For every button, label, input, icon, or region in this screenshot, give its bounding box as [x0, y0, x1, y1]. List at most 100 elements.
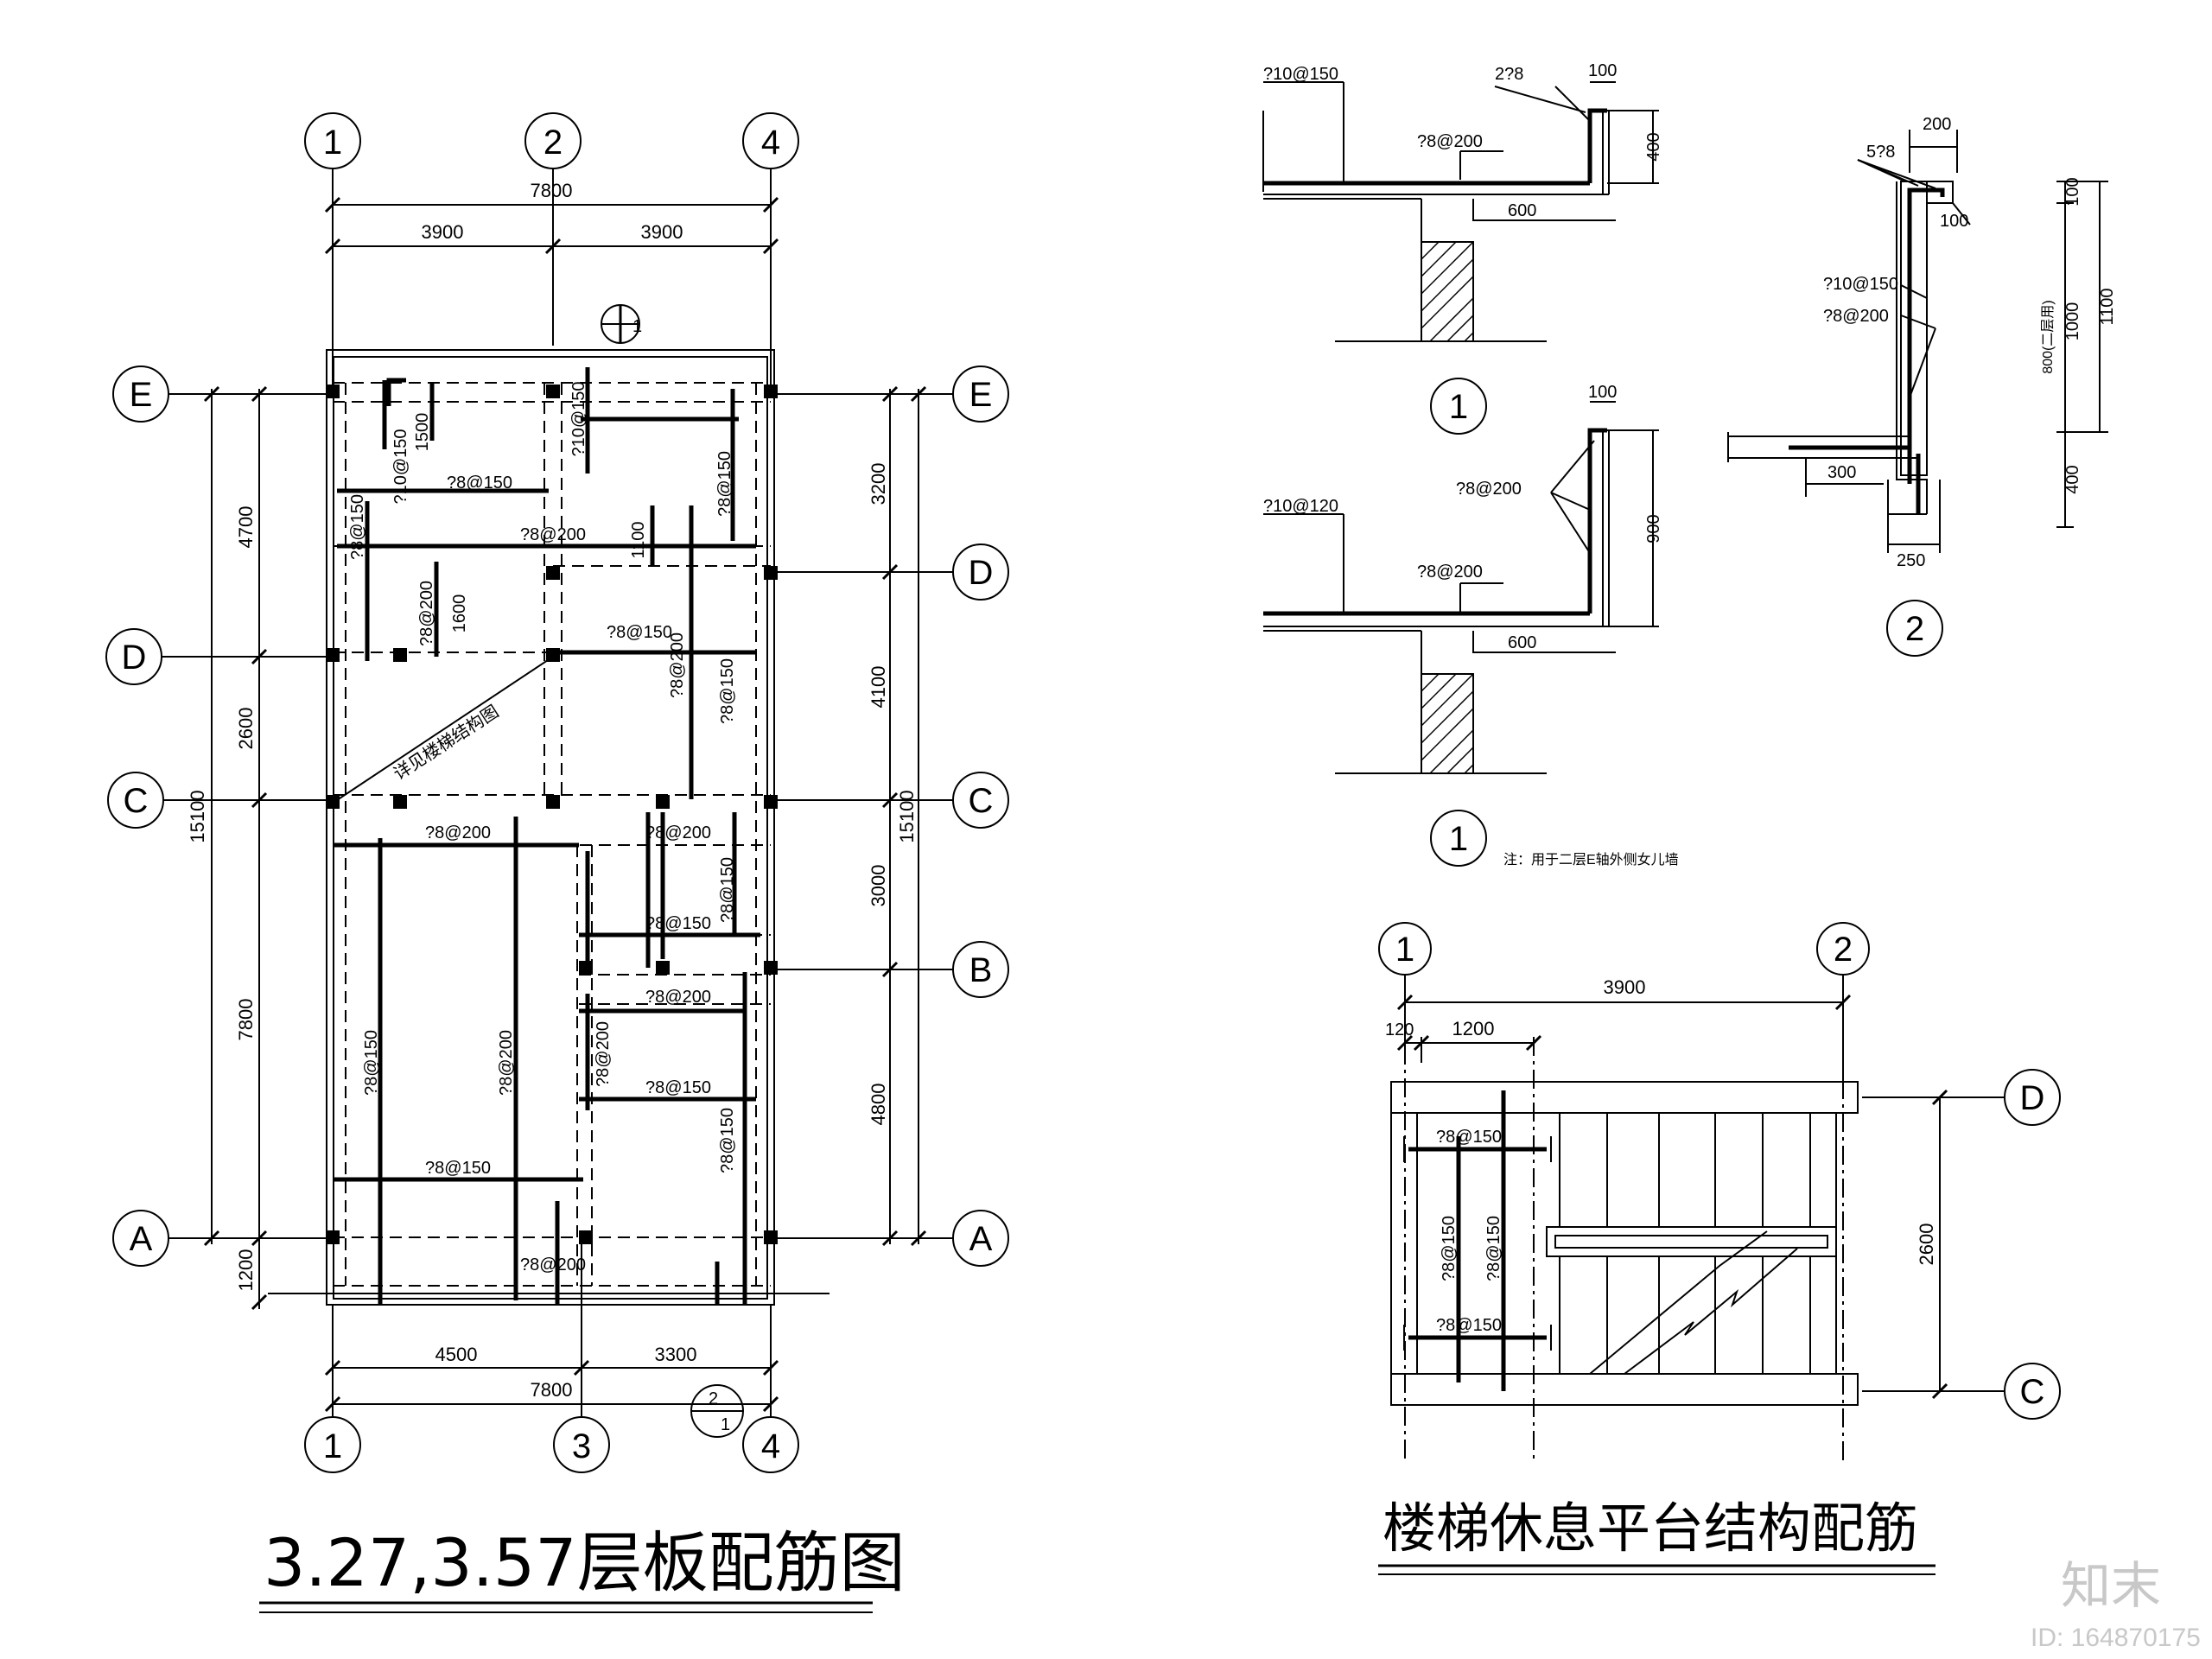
stair-dim-1200: 1200 — [1452, 1018, 1495, 1039]
rebar-r25: ?8@200 — [520, 1255, 586, 1274]
axis-label-left-C: C — [124, 782, 149, 820]
stair-note: 详见楼梯结构图 — [390, 702, 502, 785]
dim-left-total: 15100 — [187, 790, 208, 842]
section-1a-parapet: ?10@150 2?8 100 ?8@200 400 600 1 — [1262, 61, 1663, 435]
dimensions-top: 7800 3900 3900 — [324, 168, 779, 397]
rebar-r2: 1500 — [413, 413, 432, 452]
sec1a-w100: 100 — [1588, 61, 1617, 80]
sec2-h1000: 1000 — [2063, 302, 2082, 341]
slab-outline — [268, 349, 830, 1306]
sec1b-dist2: ?8@200 — [1417, 563, 1483, 582]
sec1b-dist: ?8@200 — [1456, 480, 1522, 499]
axis-label-left-A: A — [130, 1220, 153, 1258]
stair-axis-right-D: D — [2020, 1079, 2045, 1117]
sec2-w200: 200 — [1923, 115, 1951, 134]
rebar-r11: ?8@150 — [607, 623, 672, 642]
rebar-r4: ?10@150 — [569, 381, 588, 456]
sec1a-label: 1 — [1449, 388, 1468, 426]
axis-bubbles-right: E D C B A — [771, 365, 1009, 1267]
sec2-r2: ?8@200 — [1823, 307, 1889, 326]
dim-top-a: 3900 — [422, 221, 464, 243]
dimensions-bottom: 4500 3300 7800 — [324, 1244, 779, 1417]
dim-left-a: 4700 — [235, 506, 257, 549]
sec1b-label: 1 — [1449, 820, 1468, 858]
stair-rebar-r4: ?8@150 — [1436, 1316, 1502, 1335]
sec1a-dist: ?8@200 — [1417, 132, 1483, 151]
dim-right-c: 3000 — [868, 865, 889, 907]
sec1b-note: 注：用于二层E轴外侧女儿墙 — [1503, 851, 1679, 868]
sec1a-w600: 600 — [1508, 201, 1536, 220]
axis-label-bottom-3: 3 — [572, 1427, 591, 1465]
section-mark-2: 2 1 — [690, 1384, 744, 1438]
section-mark-2-sheet: 1 — [721, 1415, 730, 1434]
stair-dim-2600: 2600 — [1916, 1224, 1937, 1266]
sec2-r1: ?10@150 — [1823, 275, 1898, 294]
rebar-r10: 1600 — [450, 594, 469, 633]
dim-top-b: 3900 — [641, 221, 683, 243]
sec2-w250: 250 — [1897, 551, 1925, 570]
sec1a-bars: 2?8 — [1495, 65, 1523, 84]
stair-rebar-r1: ?8@150 — [1436, 1128, 1502, 1147]
dim-bottom-total: 7800 — [531, 1379, 573, 1401]
sec2-w100: 100 — [1940, 212, 1968, 231]
watermark-brand: 知末 — [2061, 1558, 2161, 1614]
axis-label-top-1: 1 — [323, 124, 342, 162]
axis-label-right-E: E — [969, 376, 993, 414]
axis-label-right-D: D — [969, 554, 994, 592]
dim-bottom-a: 4500 — [435, 1344, 478, 1365]
dim-right-d: 4800 — [868, 1084, 889, 1126]
stair-axis-top-2: 2 — [1834, 931, 1853, 969]
axis-label-bottom-1: 1 — [323, 1427, 342, 1465]
rebar-r15: ?8@200 — [645, 823, 711, 842]
stair-landing-plan: 1 2 3900 120 1200 — [1378, 922, 2061, 1575]
dimensions-right: 3200 4100 3000 4800 15100 — [868, 385, 927, 1247]
sec1b-w100: 100 — [1588, 383, 1617, 402]
axis-label-top-4: 4 — [761, 124, 780, 162]
sec2-w300: 300 — [1827, 463, 1856, 482]
rebar-r20: ?8@200 — [497, 1030, 516, 1096]
sec1b-h900: 900 — [1644, 514, 1663, 543]
stair-dim-total: 3900 — [1604, 976, 1646, 998]
dimensions-left: 15100 4700 2600 7800 1200 — [187, 385, 268, 1311]
sec1a-h400: 400 — [1644, 132, 1663, 161]
rebar-r22: ?8@150 — [645, 1078, 711, 1097]
sec1b-top-rebar: ?10@120 — [1263, 497, 1338, 516]
rebar-r14: ?8@200 — [425, 823, 491, 842]
rebar-r6: ?8@150 — [348, 494, 367, 560]
axis-label-top-2: 2 — [543, 124, 563, 162]
stair-axis-top-1: 1 — [1395, 931, 1414, 969]
section-mark-2-label: 2 — [709, 1389, 718, 1408]
watermark-id: ID: 164870175 — [2031, 1624, 2201, 1652]
rebar-r12: ?8@200 — [668, 632, 687, 698]
rebar-r21: ?8@200 — [594, 1021, 613, 1087]
rebar-r24: ?8@150 — [425, 1159, 491, 1178]
plan-title-block: 3.27,3.57层板配筋图 — [259, 1524, 906, 1613]
axis-bubbles-bottom: 1 3 4 — [304, 1416, 799, 1473]
sec2-note800: 800(二层用) — [2041, 300, 2056, 373]
dim-right-a: 3200 — [868, 463, 889, 505]
rebar-r13: ?8@150 — [718, 658, 737, 724]
axis-label-right-B: B — [969, 951, 993, 989]
sec2-h400: 400 — [2063, 465, 2082, 493]
sec1b-w600: 600 — [1508, 633, 1536, 652]
rebar-r17: ?8@150 — [645, 914, 711, 933]
stair-axis-right-C: C — [2020, 1373, 2045, 1411]
section-mark-1: 1 — [601, 304, 642, 344]
rebar-labels: ?10@150 1500 ?8@150 ?10@150 ?8@150 ?8@15… — [348, 381, 737, 1274]
rebar-r5: ?8@150 — [715, 451, 734, 517]
rebar-r8: 1100 — [629, 521, 648, 558]
sec2-label: 2 — [1905, 610, 1924, 648]
rebar-r16: ?8@150 — [718, 857, 737, 923]
axis-label-right-A: A — [969, 1220, 993, 1258]
section-2-parapet: 200 5?8 100 ?10@150 ?8@200 100 1000 1100… — [1727, 115, 2117, 657]
watermark: 知末 ID: 164870175 — [2031, 1558, 2201, 1652]
dim-bottom-b: 3300 — [655, 1344, 697, 1365]
axis-label-right-C: C — [969, 782, 994, 820]
floor-slab-reinforcement-plan: 1 2 4 7800 3900 3900 — [105, 112, 1009, 1613]
sec2-h1100: 1100 — [2098, 288, 2117, 325]
stair-rebar-r3: ?8@150 — [1484, 1216, 1503, 1281]
plan-title: 3.27,3.57层板配筋图 — [264, 1524, 906, 1601]
axis-bubbles-top: 1 2 4 — [304, 112, 799, 169]
sec2-h100: 100 — [2063, 177, 2082, 206]
